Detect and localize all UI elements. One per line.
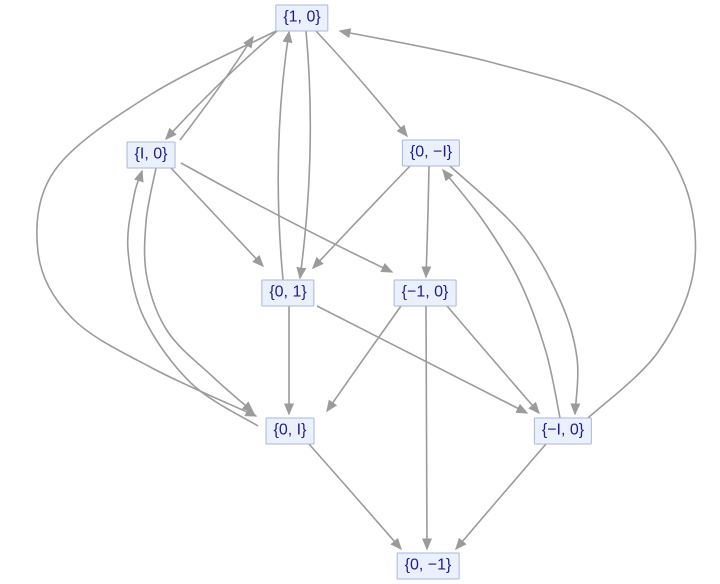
graph-node-I-0: {I, 0}	[126, 141, 176, 169]
edge-m1-0-to-0-I	[326, 305, 402, 413]
edge-0-I-to-I-0	[126, 169, 259, 427]
graph-node-0-m1: {0, −1}	[396, 552, 460, 580]
edge-I-0-to-0-1	[170, 167, 265, 268]
graph-node-0-I: {0, I}	[265, 417, 315, 445]
edge-I-0-to-0-I	[143, 167, 255, 413]
edge-1-0-to-I-0	[164, 30, 278, 141]
edge-0-1-to-mI-0	[316, 305, 529, 414]
edge-1-0-to-0-I	[36, 30, 277, 417]
graph-node-1-0: {1, 0}	[275, 4, 329, 32]
edge-0-mI-to-m1-0	[421, 165, 432, 279]
graph-edges	[36, 28, 697, 551]
edge-mI-0-to-1-0	[338, 28, 697, 419]
edge-0-mI-to-0-1	[311, 165, 411, 270]
graph-node-mI-0: {−I, 0}	[533, 417, 593, 445]
edge-I-0-to-1-0	[179, 35, 254, 141]
graph-node-0-1: {0, 1}	[261, 279, 315, 307]
edge-I-0-to-m1-0	[180, 162, 394, 273]
edge-m1-0-to-mI-0	[446, 305, 540, 415]
edge-mI-0-to-0-m1	[455, 443, 547, 551]
edge-0-I-to-0-m1	[308, 443, 402, 551]
graph-node-0-mI: {0, −I}	[401, 139, 461, 167]
edge-1-0-to-0-1	[296, 30, 312, 280]
edge-m1-0-to-0-m1	[421, 305, 432, 551]
edge-0-1-to-1-0	[277, 30, 293, 281]
graph-node-m1-0: {−1, 0}	[393, 279, 457, 307]
edge-1-0-to-0-mI	[315, 30, 408, 138]
edge-mI-0-to-0-mI	[442, 168, 561, 419]
edge-0-mI-to-mI-0	[449, 165, 581, 416]
